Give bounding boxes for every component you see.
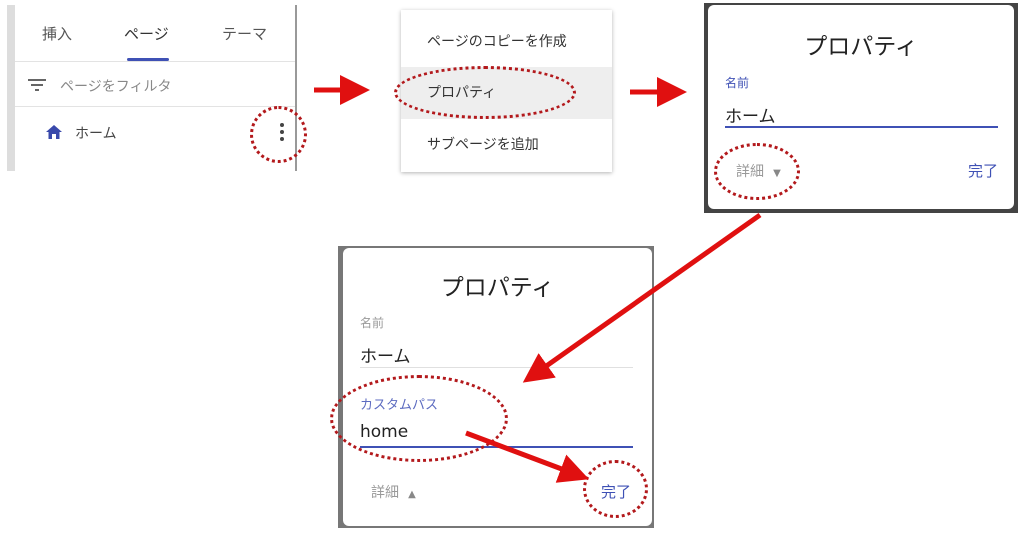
details-toggle[interactable]: 詳細 ▲ — [371, 482, 416, 502]
sidebar-edge — [7, 5, 15, 171]
highlight-ellipse-custom-path — [330, 375, 508, 462]
dialog-title: プロパティ — [804, 34, 918, 60]
divider — [15, 61, 295, 62]
arrow-to-done — [465, 430, 590, 483]
arrow-diagonal — [522, 212, 762, 383]
tab-insert[interactable]: 挿入 — [42, 25, 73, 43]
filter-icon — [27, 77, 47, 97]
menu-item-add-subpage[interactable]: サブページを追加 — [427, 137, 539, 153]
pages-sidebar: 挿入 ページ テーマ ページをフィルタ ホーム — [7, 5, 297, 171]
caret-up-icon: ▲ — [408, 489, 416, 500]
dialog-title: プロパティ — [440, 275, 555, 301]
dialog-backdrop: プロパティ 名前 ホーム 詳細 ▼ 完了 — [704, 3, 1018, 213]
tab-themes[interactable]: テーマ — [222, 25, 268, 43]
highlight-circle-done — [583, 460, 648, 518]
highlight-ellipse-properties — [394, 66, 576, 119]
name-input[interactable]: ホーム — [725, 107, 776, 127]
menu-item-duplicate-page[interactable]: ページのコピーを作成 — [427, 34, 567, 50]
name-label: 名前 — [360, 316, 385, 330]
name-input[interactable]: ホーム — [360, 347, 411, 367]
name-input-underline — [360, 367, 633, 368]
tab-pages[interactable]: ページ — [124, 25, 169, 43]
page-item-home[interactable]: ホーム — [45, 123, 290, 147]
details-label: 詳細 — [371, 485, 399, 501]
highlight-circle-more-menu — [250, 106, 307, 163]
done-button[interactable]: 完了 — [968, 162, 999, 180]
page-item-label: ホーム — [75, 126, 117, 142]
name-label: 名前 — [725, 76, 750, 90]
page-filter-input[interactable]: ページをフィルタ — [60, 79, 172, 95]
active-tab-indicator — [127, 58, 169, 61]
highlight-ellipse-details — [714, 143, 800, 200]
home-icon — [45, 124, 63, 144]
divider — [15, 106, 295, 107]
name-input-underline — [725, 126, 998, 128]
